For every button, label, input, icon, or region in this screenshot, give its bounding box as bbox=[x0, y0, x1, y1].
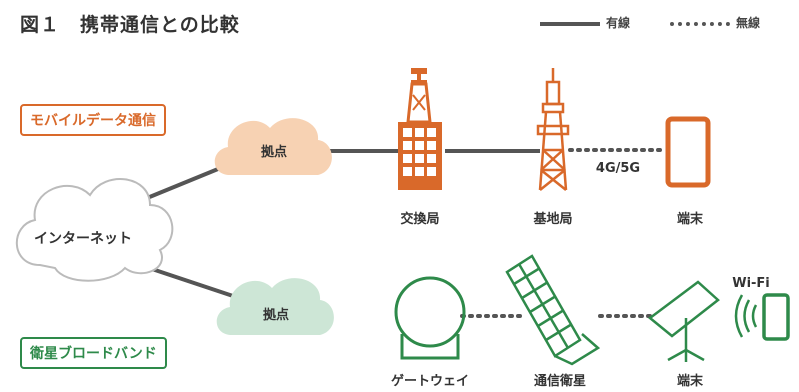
internet-cloud bbox=[15, 178, 174, 282]
hub-top-label: 拠点 bbox=[260, 145, 287, 160]
hub-bottom-cloud bbox=[216, 278, 334, 335]
mobile-data-tag: モバイルデータ通信 bbox=[20, 104, 166, 136]
terminal-top-label: 端末 bbox=[676, 212, 703, 227]
terminal-bottom-label: 端末 bbox=[676, 374, 703, 389]
legend-wired-label: 有線 bbox=[606, 16, 631, 30]
exchange-windows bbox=[403, 128, 436, 176]
satellite-label: 通信衛星 bbox=[533, 374, 586, 389]
cellular-link-label: 4G/5G bbox=[595, 161, 641, 176]
base-station-tower-icon bbox=[536, 68, 570, 191]
wifi-signal-icon bbox=[734, 294, 758, 338]
satellite-icon bbox=[505, 254, 601, 366]
terminal-top-phone-icon bbox=[665, 116, 711, 188]
terminal-bottom-phone-icon bbox=[762, 293, 790, 341]
terminal-bottom-dish-icon bbox=[647, 280, 720, 362]
internet-label: インターネット bbox=[34, 231, 132, 247]
legend-wireless-line bbox=[670, 22, 730, 26]
legend-wireless-label: 無線 bbox=[736, 16, 761, 30]
satellite-broadband-tag: 衛星ブロードバンド bbox=[20, 337, 167, 369]
wired-link-internet-hub-bottom bbox=[139, 263, 246, 302]
hub-bottom-label: 拠点 bbox=[262, 308, 289, 323]
figure-title: 図１ 携帯通信との比較 bbox=[20, 14, 240, 36]
gateway-label: ゲートウェイ bbox=[390, 374, 469, 389]
hub-top-cloud bbox=[214, 118, 332, 175]
legend-wired-line bbox=[540, 22, 600, 26]
exchange-label: 交換局 bbox=[400, 212, 440, 227]
wifi-link-label: Wi-Fi bbox=[732, 276, 770, 291]
gateway-dome-icon bbox=[394, 276, 466, 360]
base-station-label: 基地局 bbox=[533, 212, 573, 227]
